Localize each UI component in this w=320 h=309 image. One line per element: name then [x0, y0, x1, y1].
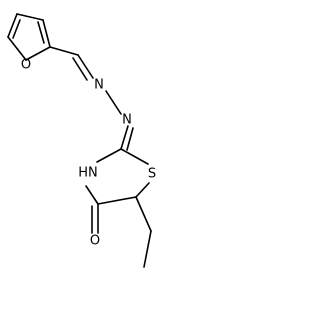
- bond-ch-n1-double: [72, 57, 88, 81]
- bond-furan-c5-o: [7, 36, 27, 61]
- bond-n1-n2: [105, 90, 122, 115]
- bond-c5-ch2: [135, 196, 152, 232]
- bond-s-c2: [120, 148, 149, 165]
- atom-label-furan-oxygen: O: [21, 58, 31, 73]
- bond-nh-c4: [85, 185, 99, 205]
- bond-c5-s: [135, 182, 150, 198]
- bond-furan-c3-c4: [16, 13, 44, 21]
- bond-furan-c2-c3: [42, 19, 51, 48]
- bond-furan-o-c2: [25, 46, 51, 61]
- furan-ring: [7, 13, 51, 61]
- bond-furan-c2-c3-double: [37, 21, 45, 44]
- bond-furan-c4-c5: [7, 13, 18, 38]
- molecule-structure: O N N HN S O: [7, 13, 156, 268]
- bond-n2-c2-double: [126, 127, 134, 151]
- atom-label-azine-n2: N: [122, 113, 132, 128]
- atom-label-carbonyl-oxygen: O: [90, 234, 100, 249]
- atom-label-azine-n1: N: [94, 78, 104, 93]
- bond-c4-c5: [97, 196, 137, 205]
- bond-furan-to-ch: [49, 46, 79, 56]
- bond-furan-c4-c5-double: [12, 19, 21, 39]
- atom-label-ring-sulfur: S: [148, 167, 156, 182]
- atom-label-ring-nh: HN: [78, 166, 98, 181]
- bond-ch-n1: [77, 54, 94, 79]
- thiazolidinone-ring: [85, 148, 150, 205]
- bond-ch2-ch3: [143, 230, 152, 268]
- bond-c2-nh: [96, 148, 122, 163]
- bond-n2-c2: [120, 125, 129, 150]
